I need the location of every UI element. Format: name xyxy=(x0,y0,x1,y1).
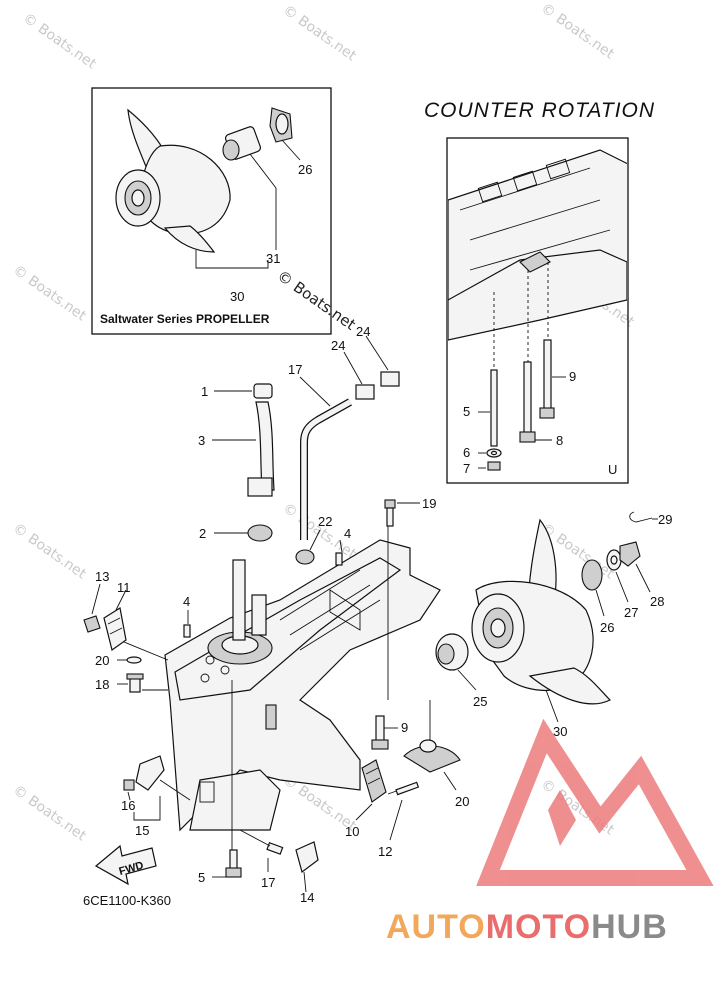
part-26-spacer xyxy=(581,559,603,591)
part-label-30: 30 xyxy=(230,289,244,304)
part-3-water-tube xyxy=(255,401,275,491)
part-24-grommet-b xyxy=(380,371,400,387)
part-15-trim-tab xyxy=(135,755,165,791)
part-label-8: 8 xyxy=(556,433,563,448)
part-label-5b: 5 xyxy=(198,870,205,885)
part-17-screw xyxy=(266,842,284,855)
part-label-14: 14 xyxy=(300,890,314,905)
part-1-grommet xyxy=(253,383,273,399)
part-label-10: 10 xyxy=(345,824,359,839)
part-19-bolt xyxy=(384,499,396,509)
counter-rotation-inset xyxy=(446,137,629,484)
part-9-bolt xyxy=(375,715,385,743)
automotohub-logo xyxy=(476,718,714,886)
inset-letter: U xyxy=(608,462,617,477)
part-label-31: 31 xyxy=(266,251,280,266)
part-label-4a: 4 xyxy=(344,526,351,541)
watermark: © Boats.net xyxy=(538,0,618,62)
inset-caption: Saltwater Series PROPELLER xyxy=(100,312,270,326)
part-label-11: 11 xyxy=(117,580,131,595)
watermark: © Boats.net xyxy=(10,262,90,324)
part-label-7: 7 xyxy=(463,461,470,476)
part-label-15: 15 xyxy=(135,823,149,838)
part-label-26: 26 xyxy=(298,162,312,177)
part-label-24a: 24 xyxy=(331,338,345,353)
part-22-collar xyxy=(295,549,315,565)
part-label-5: 5 xyxy=(463,404,470,419)
part-label-17: 17 xyxy=(261,875,275,890)
part-label-25: 25 xyxy=(473,694,487,709)
part-13-nut xyxy=(83,615,101,633)
part-label-9b: 9 xyxy=(401,720,408,735)
part-label-29: 29 xyxy=(658,512,672,527)
part-label-1: 1 xyxy=(201,384,208,399)
part-label-9: 9 xyxy=(569,369,576,384)
part-label-24b: 24 xyxy=(356,324,370,339)
diagram-code: 6CE1100-K360 xyxy=(83,893,171,908)
part-2-grommet xyxy=(247,524,273,542)
center-watermark: © Boats.net xyxy=(274,267,359,334)
part-29-cotter-pin xyxy=(629,511,653,523)
part-label-27: 27 xyxy=(624,605,638,620)
part-5-bolt xyxy=(229,849,238,871)
part-label-12: 12 xyxy=(378,844,392,859)
part-label-23: 17 xyxy=(288,362,302,377)
part-label-6: 6 xyxy=(463,445,470,460)
inset-frame xyxy=(446,137,629,484)
part-12-bolt xyxy=(395,781,420,796)
watermark: © Boats.net xyxy=(10,520,90,582)
part-label-20: 18 xyxy=(95,677,109,692)
part-label-4b: 4 xyxy=(183,594,190,609)
fwd-arrow xyxy=(94,844,157,886)
part-label-16: 16 xyxy=(121,798,135,813)
part-label-18: 20 xyxy=(455,794,469,809)
part-11-anode xyxy=(103,607,127,652)
part-label-21: 20 xyxy=(95,653,109,668)
inset-frame xyxy=(91,87,332,335)
propeller-inset xyxy=(91,87,332,335)
watermark: © Boats.net xyxy=(280,2,360,64)
brand-logo-text: AUTOMOTOHUB xyxy=(386,908,668,946)
part-label-2: 2 xyxy=(199,526,206,541)
part-24-grommet-a xyxy=(355,384,375,400)
part-label-19: 19 xyxy=(422,496,436,511)
watermark: © Boats.net xyxy=(20,10,100,72)
part-4-pin-b xyxy=(183,624,191,638)
part-21-gasket xyxy=(126,656,142,664)
part-label-28: 28 xyxy=(650,594,664,609)
part-label-22: 22 xyxy=(318,514,332,529)
page-title: COUNTER ROTATION xyxy=(424,99,655,122)
part-16-nut xyxy=(123,779,135,791)
part-label-26b: 26 xyxy=(600,620,614,635)
part-14-cover xyxy=(295,841,319,874)
part-label-3: 3 xyxy=(198,433,205,448)
part-4-pin-a xyxy=(335,552,343,566)
lower-case-assembly xyxy=(164,515,441,850)
part-28-nut xyxy=(619,541,641,567)
part-18-trim-tab xyxy=(403,745,461,773)
part-label-13: 13 xyxy=(95,569,109,584)
part-label-30b: 30 xyxy=(553,724,567,739)
watermark: © Boats.net xyxy=(10,782,90,844)
part-30-propeller xyxy=(471,518,612,705)
